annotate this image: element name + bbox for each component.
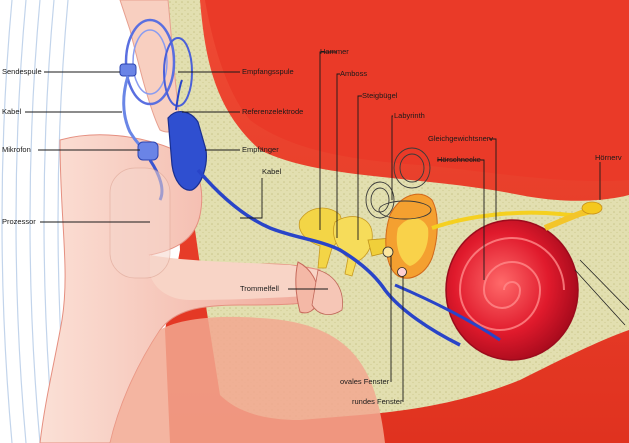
implant	[109, 18, 501, 347]
sound-waves	[1, 0, 69, 443]
label-prozessor: Prozessor	[2, 217, 36, 226]
cut-lines	[574, 259, 629, 326]
label-empfangsspule: Empfangsspule	[242, 67, 294, 76]
electrode-in-cochlea	[394, 283, 501, 342]
label-kabel-left: Kabel	[2, 107, 22, 116]
processor-body	[109, 167, 171, 279]
auditory-nerve-end	[581, 201, 603, 215]
transmitter-magnet	[119, 63, 137, 77]
cochlea	[445, 219, 579, 361]
labels: Sendespule Kabel Mikrofon Prozessor Empf…	[2, 47, 622, 406]
label-sendespule: Sendespule	[2, 67, 42, 76]
semicircular-canals	[365, 147, 432, 220]
ear-canal	[150, 255, 318, 300]
oval-window	[382, 246, 394, 258]
transmitter-coil-inner	[132, 29, 168, 95]
label-hoerschnecke: Hörschnecke	[437, 155, 481, 164]
label-referenzelektrode: Referenzelektrode	[242, 107, 303, 116]
round-window	[397, 267, 407, 277]
anvil-bone	[333, 216, 373, 277]
upper-tissue	[205, 0, 629, 182]
lower-skin	[110, 316, 385, 443]
label-steigbuegel: Steigbügel	[362, 91, 398, 100]
label-mikrofon: Mikrofon	[2, 145, 31, 154]
label-trommelfell: Trommelfell	[240, 284, 279, 293]
label-amboss: Amboss	[340, 69, 367, 78]
label-kabel-right: Kabel	[262, 167, 282, 176]
eardrum-membrane	[311, 269, 343, 315]
electrode-cable	[196, 168, 461, 347]
label-labyrinth: Labyrinth	[394, 111, 425, 120]
label-hammer: Hammer	[320, 47, 349, 56]
label-hoernerv: Hörnerv	[595, 153, 622, 162]
transmitter-coil	[124, 18, 176, 106]
microphone-unit	[137, 141, 159, 161]
vestibule-inner	[396, 218, 429, 266]
label-rundes-fenster: rundes Fenster	[352, 397, 403, 406]
reference-electrode-lead	[175, 79, 183, 111]
label-gleichgewichtsnerv: Gleichgewichtsnerv	[428, 134, 493, 143]
label-ovales-fenster: ovales Fenster	[340, 377, 390, 386]
leader-lines	[25, 51, 601, 402]
label-empfaenger: Empfänger	[242, 145, 279, 154]
